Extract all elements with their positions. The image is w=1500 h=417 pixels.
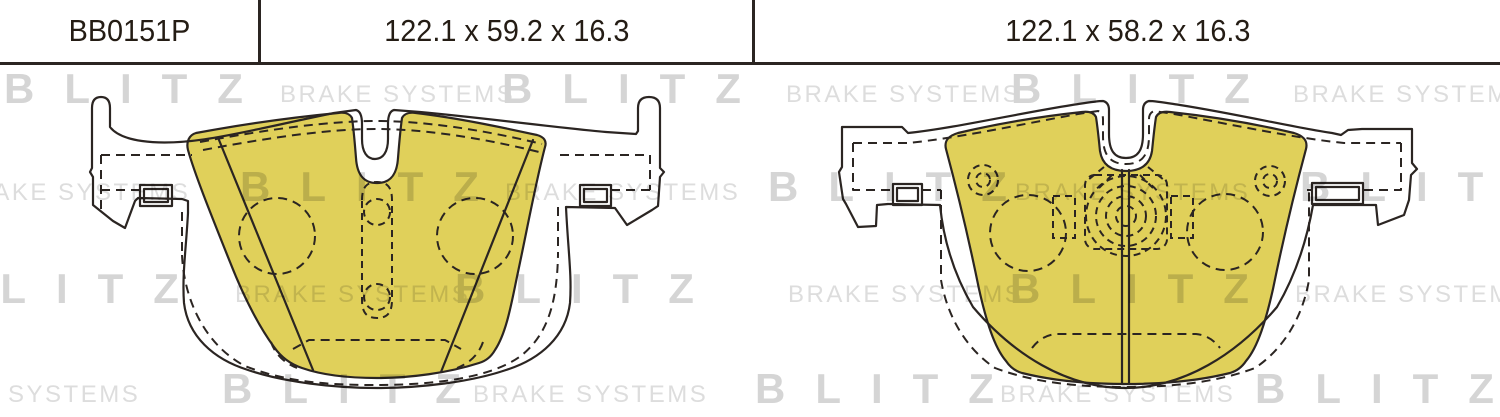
abutment-lug-left [1052, 195, 1076, 239]
sensor-hole-right [1254, 165, 1286, 197]
brake-pad-drawing-right [837, 99, 1419, 390]
part-number-cell: BB0151P [0, 0, 261, 62]
pilot-hole-top [363, 198, 391, 226]
piston-contact-circle-left [989, 194, 1067, 272]
abutment-clip-left [891, 182, 924, 207]
damper-rings [1084, 174, 1168, 257]
friction-material [944, 110, 1308, 386]
chamfer-line-left [217, 138, 315, 372]
dimensions-cell-left: 122.1 x 59.2 x 16.3 [261, 0, 755, 62]
chamfer-line-right [439, 138, 535, 374]
piston-contact-circle-right [1186, 193, 1264, 271]
piston-contact-circle-right [436, 197, 514, 275]
abutment-clip-right [578, 183, 613, 208]
abutment-lug-right [1170, 195, 1194, 239]
pilot-hole-bottom [363, 283, 391, 311]
brake-pad-drawing-left [88, 95, 666, 390]
dimensions-left: 122.1 x 59.2 x 16.3 [383, 13, 630, 48]
abutment-clip-left [138, 183, 174, 208]
header-table: BB0151P 122.1 x 59.2 x 16.3 122.1 x 58.2… [0, 0, 1500, 65]
part-number: BB0151P [68, 13, 190, 48]
backing-plate-outline [837, 99, 1419, 390]
sensor-hole-left [967, 164, 999, 196]
backing-plate-outline [88, 95, 666, 390]
dimensions-cell-right: 122.1 x 58.2 x 16.3 [755, 0, 1500, 62]
dimensions-right: 122.1 x 58.2 x 16.3 [1004, 13, 1251, 48]
abutment-clip-right [1310, 181, 1365, 206]
hidden-edges [100, 120, 651, 386]
piston-contact-circle-left [238, 197, 316, 275]
